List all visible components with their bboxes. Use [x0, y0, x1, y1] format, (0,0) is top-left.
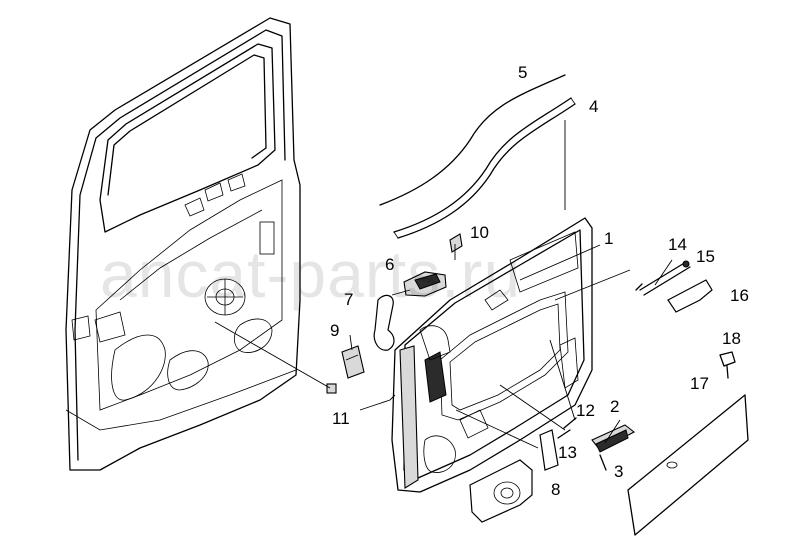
- part-14-15-rod-and-screw: [635, 260, 691, 296]
- callout-12: 12: [576, 401, 595, 420]
- callout-7: 7: [344, 290, 354, 309]
- callout-13: 13: [558, 443, 577, 462]
- watermark: ancat-parts.ru: [100, 237, 522, 311]
- callout-11: 11: [332, 409, 350, 428]
- callout-10: 10: [470, 223, 489, 242]
- part-1-door-trim-panel: [391, 217, 593, 493]
- callout-8: 8: [551, 480, 561, 499]
- part-3-screw: [599, 454, 607, 471]
- part-16-bezel: [667, 279, 713, 313]
- callout-4: 4: [589, 97, 599, 116]
- part-10-bracket: [449, 233, 463, 253]
- leader-lines: [214, 120, 673, 449]
- part-8-speaker-cover: [469, 459, 533, 523]
- callout-14: 14: [668, 235, 687, 254]
- part-11-fastener: [326, 383, 337, 394]
- callout-6: 6: [385, 255, 395, 274]
- callout-16: 16: [730, 286, 749, 305]
- callout-17: 17: [690, 374, 709, 393]
- part-7-grip-handle: [373, 294, 395, 351]
- part-18-push-clip: [719, 351, 736, 379]
- part-13-escutcheon: [539, 429, 559, 471]
- callout-2: 2: [610, 397, 620, 416]
- part-13-screw: [557, 429, 571, 439]
- callout-1: 1: [604, 229, 614, 248]
- callout-5: 5: [518, 63, 528, 82]
- part-2-armrest-handle: [591, 424, 636, 453]
- door-frame-shell: [65, 17, 301, 471]
- part-6-inner-handle: [403, 271, 447, 297]
- part-12-screw: [563, 417, 577, 429]
- part-17-water-shield: [627, 394, 749, 536]
- callout-18: 18: [722, 329, 741, 348]
- part-9-retainer-clip: [341, 345, 365, 379]
- callout-15: 15: [696, 247, 715, 266]
- part-4-belt-molding: [393, 97, 576, 239]
- callout-3: 3: [614, 462, 624, 481]
- part-5-outer-weatherstrip: [379, 74, 566, 206]
- callout-9: 9: [330, 321, 340, 340]
